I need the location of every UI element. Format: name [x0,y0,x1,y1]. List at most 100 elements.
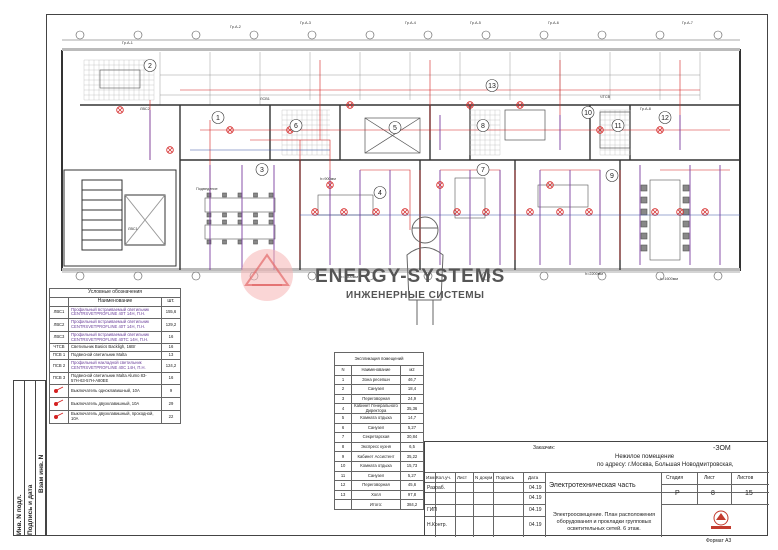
room-n: 7 [334,432,352,443]
stage-h-sheets: Листов [737,475,754,481]
legend-mark: ЛВС3 [53,334,65,340]
room-name: Комната отдыха [351,460,401,472]
axis-marker [423,30,433,40]
chair [253,212,258,218]
legend-mark: ПСВ 1 [52,352,66,358]
legend-title: Условные обозначения [49,288,181,298]
legend-qty: 16 [161,330,181,345]
legend-qty: 155,6 [161,305,181,320]
axis-marker [365,30,375,40]
downlight-cross [527,209,533,215]
room-number-marker [485,79,499,92]
axis-marker [75,30,85,40]
sheet-value: 8 [711,490,715,497]
room-number: 9 [610,173,614,180]
chair [268,192,274,198]
room-n [334,499,352,510]
axis-marker [191,271,201,281]
watermark-figure [395,210,455,330]
drawing-frame [46,14,768,536]
desk [317,194,374,216]
section-name: Электротехническая часть [549,482,636,489]
room-n: 5 [334,412,352,424]
chg-h-izm: Изм. [426,475,436,480]
room-number-marker [211,111,225,124]
wire [360,169,411,230]
legend-qty: 22 [161,410,181,424]
callout-label: Гр.А-3 [300,21,311,25]
callout-label: h=2400мм [340,275,358,279]
room-area: 5,27 [400,422,424,434]
role-nkontr: Н.Контр. [427,522,447,528]
room-number: 13 [488,83,496,90]
rooms-table: Экспликация помещений N Наименование м2 … [334,352,424,510]
room-area: 35,22 [400,451,424,462]
room-n: 1 [334,374,352,386]
switch-symbol-icon [49,384,69,399]
chair [640,208,648,216]
downlight-cross [702,209,708,215]
callout-label: Гр.А-7 [682,21,693,25]
chair [640,232,648,240]
downlight-cross [483,209,489,215]
table [204,224,276,240]
rooms-header-area: м2 [400,365,424,376]
role-gip: ГИП [427,507,437,513]
downlight [226,126,234,134]
chair [682,208,690,216]
legend-mark: ЛВС2 [53,321,65,327]
chair [253,239,258,245]
callout-label: Гр.А-6 [548,21,559,25]
downlight-cross [677,209,683,215]
room-name: Санузел [351,422,401,434]
legend-qty: 13 [161,351,181,361]
room-n: 8 [334,441,352,453]
chair [682,196,690,204]
room-number-marker [476,163,490,176]
room-number-marker [373,186,387,199]
room-n: 10 [334,460,352,472]
room-n: 13 [334,489,352,501]
stage-h-stage: Стадия [666,475,684,481]
legend-name: Выключатель двухклавишный, проходной, 10… [68,410,162,424]
chair [640,244,648,252]
room-area: 6,5 [400,441,424,453]
switch-symbol-icon [49,397,69,412]
callout-label: ЛВС1 [128,227,138,231]
chair [237,239,243,245]
downlight [466,101,474,109]
axis-marker [133,30,143,40]
room-name: Итого: [351,499,401,510]
chair [682,184,690,192]
room-number-marker [476,119,490,132]
room-n: 2 [334,384,352,395]
downlight-cross [467,102,473,108]
room-n: 12 [334,480,352,491]
room-area: 24,9 [400,393,424,405]
callout-label: Гр.А-8 [640,107,651,111]
downlight-cross [327,182,333,188]
legend-name: Профильный встраиваемый светильник CENTR… [68,318,162,332]
room-n: 3 [334,393,352,405]
watermark-logo [232,245,302,305]
rooms-header-n: N [334,365,352,376]
axis-marker [713,30,723,40]
room-number: 1 [216,115,220,122]
chair [206,239,212,245]
legend-mark: ПСВ 3 [52,375,66,381]
downlight [166,146,174,154]
table [204,197,276,213]
room-number: 12 [661,115,669,122]
legend-qty: 9 [161,384,181,399]
room-number: 2 [148,63,152,70]
watermark-subtitle: ИНЖЕНЕРНЫЕ СИСТЕМЫ [346,290,485,301]
callout-label: Гр.А-5 [470,21,481,25]
downlight [656,126,664,134]
